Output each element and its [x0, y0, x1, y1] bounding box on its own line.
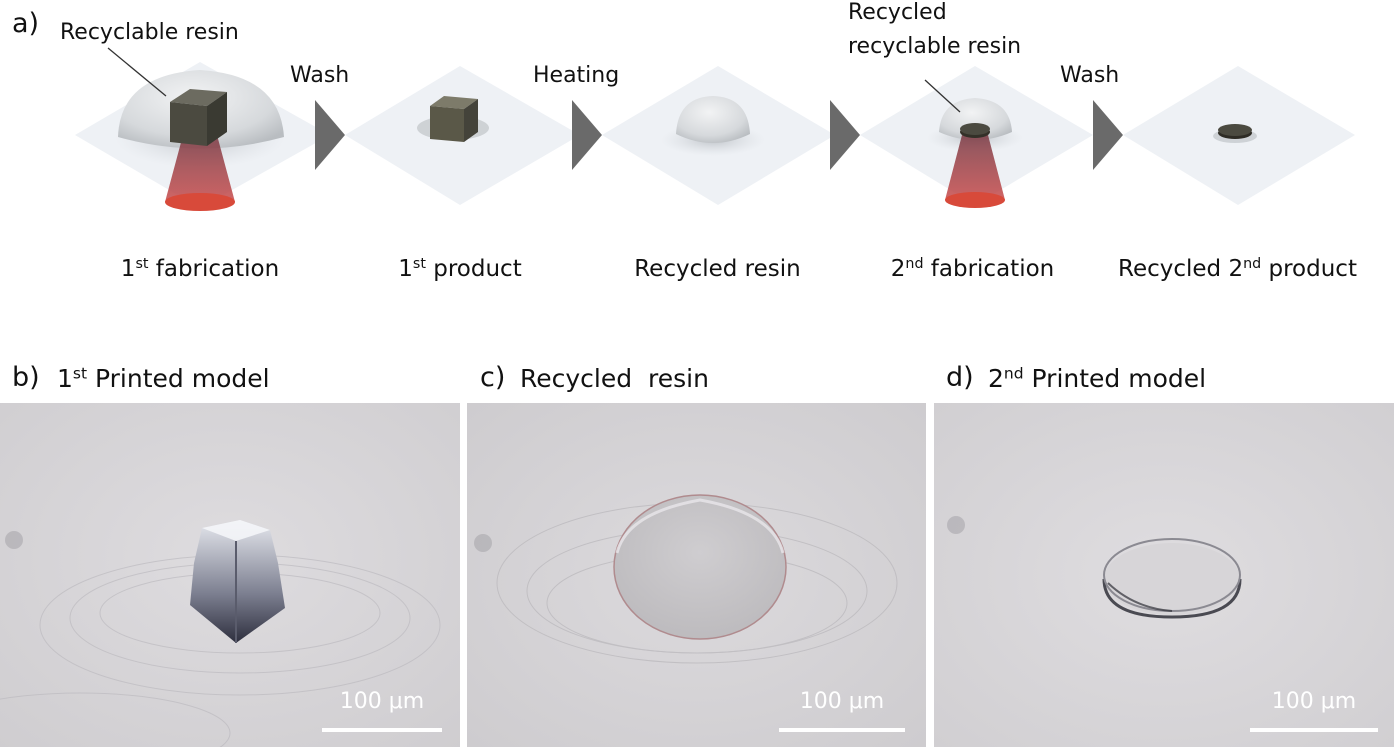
arrow-4 — [1093, 100, 1123, 170]
stage-label-1: 1st fabrication — [120, 256, 280, 282]
disc-model-2 — [1218, 124, 1252, 136]
recycled-label-line2: recyclable resin — [848, 34, 1022, 59]
panel-c-letter: c) — [480, 362, 506, 393]
stage-label-2: 1st product — [398, 256, 522, 282]
photo-c-recycled-resin: 100 μm — [467, 403, 926, 747]
disc-model-1 — [960, 123, 990, 135]
photo-b-render — [0, 403, 460, 747]
stage-3-illustration — [602, 66, 835, 205]
step-wash-2: Wash — [1060, 63, 1120, 88]
arrow-2 — [572, 100, 602, 170]
callout-line-1 — [107, 47, 167, 97]
scalebar-c-line — [779, 728, 905, 732]
arrow-1 — [315, 100, 345, 170]
recycled-resin-droplet — [676, 96, 750, 143]
photo-d-render — [934, 403, 1394, 747]
step-heating: Heating — [533, 63, 620, 88]
scalebar-b-line — [322, 728, 442, 732]
scalebar-b-label: 100 μm — [339, 689, 425, 714]
stage-label-5: Recycled 2nd product — [1118, 256, 1357, 282]
callout-line-2 — [924, 79, 961, 113]
scalebar-d-line — [1250, 728, 1378, 732]
laser-cone-2 — [945, 135, 1005, 200]
laser-cone-1 — [165, 135, 235, 202]
recycled-resin-drop — [613, 494, 787, 640]
cube-model-1 — [170, 102, 207, 146]
stage-4-illustration — [860, 66, 1093, 208]
resin-droplet-2 — [939, 98, 1012, 140]
panel-d-title: 2nd Printed model — [988, 364, 1207, 393]
stage-1-illustration — [75, 47, 330, 211]
photo-c-render — [467, 403, 926, 747]
panel-a-letter: a) — [12, 8, 40, 39]
recyclable-resin-label: Recyclable resin — [60, 20, 239, 45]
scalebar-c-label: 100 μm — [799, 689, 885, 714]
panel-d-letter: d) — [946, 362, 974, 393]
stage-5-illustration — [1123, 66, 1355, 205]
arrow-3 — [830, 100, 860, 170]
cube-model-2 — [430, 106, 464, 142]
process-schematic — [75, 47, 1355, 211]
stage-label-3: Recycled resin — [634, 256, 801, 282]
panel-b-title: 1st Printed model — [57, 364, 270, 393]
photo-d-printed-disc: 100 μm — [934, 403, 1394, 747]
photo-b-printed-cube: 100 μm — [0, 403, 460, 747]
printed-cube — [190, 520, 285, 643]
stage-2-illustration — [345, 66, 580, 205]
recycled-label-line1: Recycled — [848, 0, 947, 25]
panel-b-letter: b) — [12, 362, 40, 393]
scalebar-d-label: 100 μm — [1271, 689, 1357, 714]
panel-c-title: Recycled resin — [520, 364, 709, 393]
step-wash-1: Wash — [290, 63, 350, 88]
stage-label-4: 2nd fabrication — [890, 256, 1055, 282]
